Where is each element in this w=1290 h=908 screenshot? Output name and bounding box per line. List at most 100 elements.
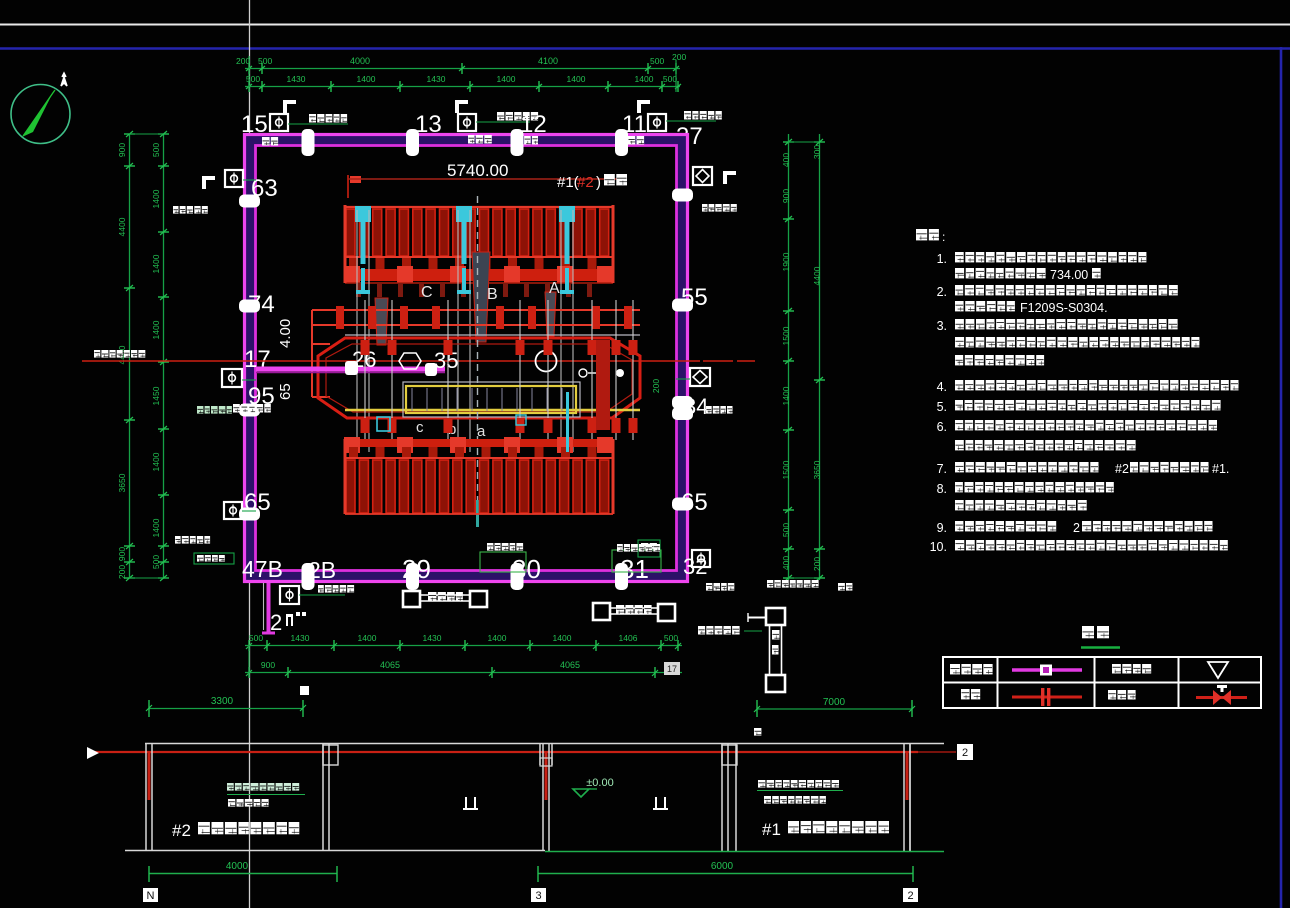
svg-text:#2: #2 [1115, 462, 1129, 476]
svg-text:2: 2 [907, 890, 913, 902]
svg-text:400: 400 [781, 153, 791, 167]
svg-text:c: c [416, 419, 424, 436]
svg-text:1.: 1. [937, 252, 947, 266]
svg-text:4.00: 4.00 [277, 319, 294, 348]
svg-text:500: 500 [663, 74, 677, 84]
svg-text:1900: 1900 [781, 252, 791, 271]
svg-text:2: 2 [1073, 521, 1080, 535]
svg-text:4400: 4400 [117, 217, 127, 236]
svg-text:29: 29 [402, 554, 431, 584]
svg-text:±0.00: ±0.00 [586, 777, 613, 789]
svg-text:1400: 1400 [151, 189, 161, 208]
svg-text:1430: 1430 [291, 633, 310, 643]
svg-text:1400: 1400 [553, 633, 572, 643]
svg-text:900: 900 [781, 189, 791, 203]
svg-text:200: 200 [236, 56, 250, 66]
svg-text:200: 200 [651, 379, 661, 393]
svg-text:10.: 10. [930, 540, 947, 554]
svg-text:4000: 4000 [350, 56, 370, 66]
svg-text:55: 55 [681, 284, 708, 311]
svg-text:1400: 1400 [151, 320, 161, 339]
svg-text:500: 500 [249, 633, 263, 643]
svg-text:500: 500 [151, 143, 161, 157]
svg-text:5740.00: 5740.00 [447, 161, 508, 180]
svg-text:74: 74 [248, 291, 275, 318]
svg-text:6000: 6000 [711, 861, 734, 872]
svg-text:1406: 1406 [619, 633, 638, 643]
svg-text:4400: 4400 [812, 266, 822, 285]
svg-text:A: A [549, 280, 560, 297]
svg-text:7000: 7000 [823, 697, 846, 708]
svg-text:F1209S-S0304.: F1209S-S0304. [1020, 301, 1108, 315]
svg-text:400: 400 [781, 556, 791, 570]
svg-text::: : [942, 230, 945, 244]
svg-text:65: 65 [244, 489, 271, 516]
svg-text:2.: 2. [937, 285, 947, 299]
svg-text:65: 65 [277, 383, 294, 400]
svg-text:1430: 1430 [287, 74, 306, 84]
svg-text:1430: 1430 [423, 633, 442, 643]
svg-text:#2: #2 [577, 174, 594, 191]
svg-text:63: 63 [251, 175, 278, 202]
svg-text:3.: 3. [937, 319, 947, 333]
svg-text:200: 200 [672, 52, 686, 62]
svg-text:3300: 3300 [211, 696, 234, 707]
svg-text:4065: 4065 [560, 660, 580, 670]
svg-text:): ) [596, 174, 601, 191]
svg-text:1400: 1400 [151, 254, 161, 273]
svg-text:3650: 3650 [117, 473, 127, 492]
svg-text:500: 500 [151, 555, 161, 569]
svg-text:1500: 1500 [781, 460, 791, 479]
svg-text:B: B [487, 286, 498, 303]
svg-text:34: 34 [684, 394, 708, 419]
svg-text:47B: 47B [242, 556, 283, 582]
svg-text:17: 17 [667, 664, 677, 674]
svg-text:a: a [477, 423, 486, 440]
svg-text:1400: 1400 [497, 74, 516, 84]
svg-text:1400: 1400 [781, 386, 791, 405]
svg-text:#1.: #1. [1212, 462, 1229, 476]
svg-text:1400: 1400 [151, 518, 161, 537]
svg-text:4000: 4000 [226, 861, 249, 872]
svg-text:3: 3 [535, 890, 541, 902]
svg-text:6.: 6. [937, 420, 947, 434]
svg-text:500: 500 [664, 633, 678, 643]
svg-text:65: 65 [681, 489, 708, 516]
svg-text:500: 500 [246, 74, 260, 84]
svg-text:3650: 3650 [812, 460, 822, 479]
svg-text:1400: 1400 [358, 633, 377, 643]
svg-text:8.: 8. [937, 482, 947, 496]
svg-text:31: 31 [620, 554, 649, 584]
svg-text:4065: 4065 [380, 660, 400, 670]
svg-text:9.: 9. [937, 521, 947, 535]
svg-text:C: C [421, 284, 433, 301]
svg-text:500: 500 [258, 56, 272, 66]
svg-text:7.: 7. [937, 462, 947, 476]
svg-text:1500: 1500 [781, 326, 791, 345]
svg-text:4.: 4. [937, 380, 947, 394]
svg-text:4100: 4100 [538, 56, 558, 66]
svg-text:200: 200 [812, 557, 822, 571]
svg-text:1400: 1400 [488, 633, 507, 643]
svg-text:2: 2 [270, 610, 282, 635]
svg-text:900: 900 [261, 660, 275, 670]
svg-text:1400: 1400 [567, 74, 586, 84]
svg-text:734.00: 734.00 [1050, 268, 1088, 282]
svg-text:300: 300 [812, 145, 822, 159]
svg-text:5.: 5. [937, 400, 947, 414]
svg-text:200: 200 [117, 565, 127, 579]
svg-text:1400: 1400 [151, 452, 161, 471]
svg-text:900: 900 [117, 547, 127, 561]
svg-text:2B: 2B [308, 557, 336, 583]
svg-text:#1: #1 [762, 820, 781, 839]
svg-text:N: N [147, 890, 155, 902]
svg-text:2: 2 [962, 747, 968, 759]
svg-text:900: 900 [117, 143, 127, 157]
svg-text:500: 500 [781, 523, 791, 537]
svg-text:1400: 1400 [357, 74, 376, 84]
svg-text:1430: 1430 [427, 74, 446, 84]
svg-text:#1(: #1( [557, 174, 579, 191]
svg-text:1450: 1450 [151, 386, 161, 405]
svg-text:#2: #2 [172, 821, 191, 840]
svg-text:500: 500 [650, 56, 664, 66]
